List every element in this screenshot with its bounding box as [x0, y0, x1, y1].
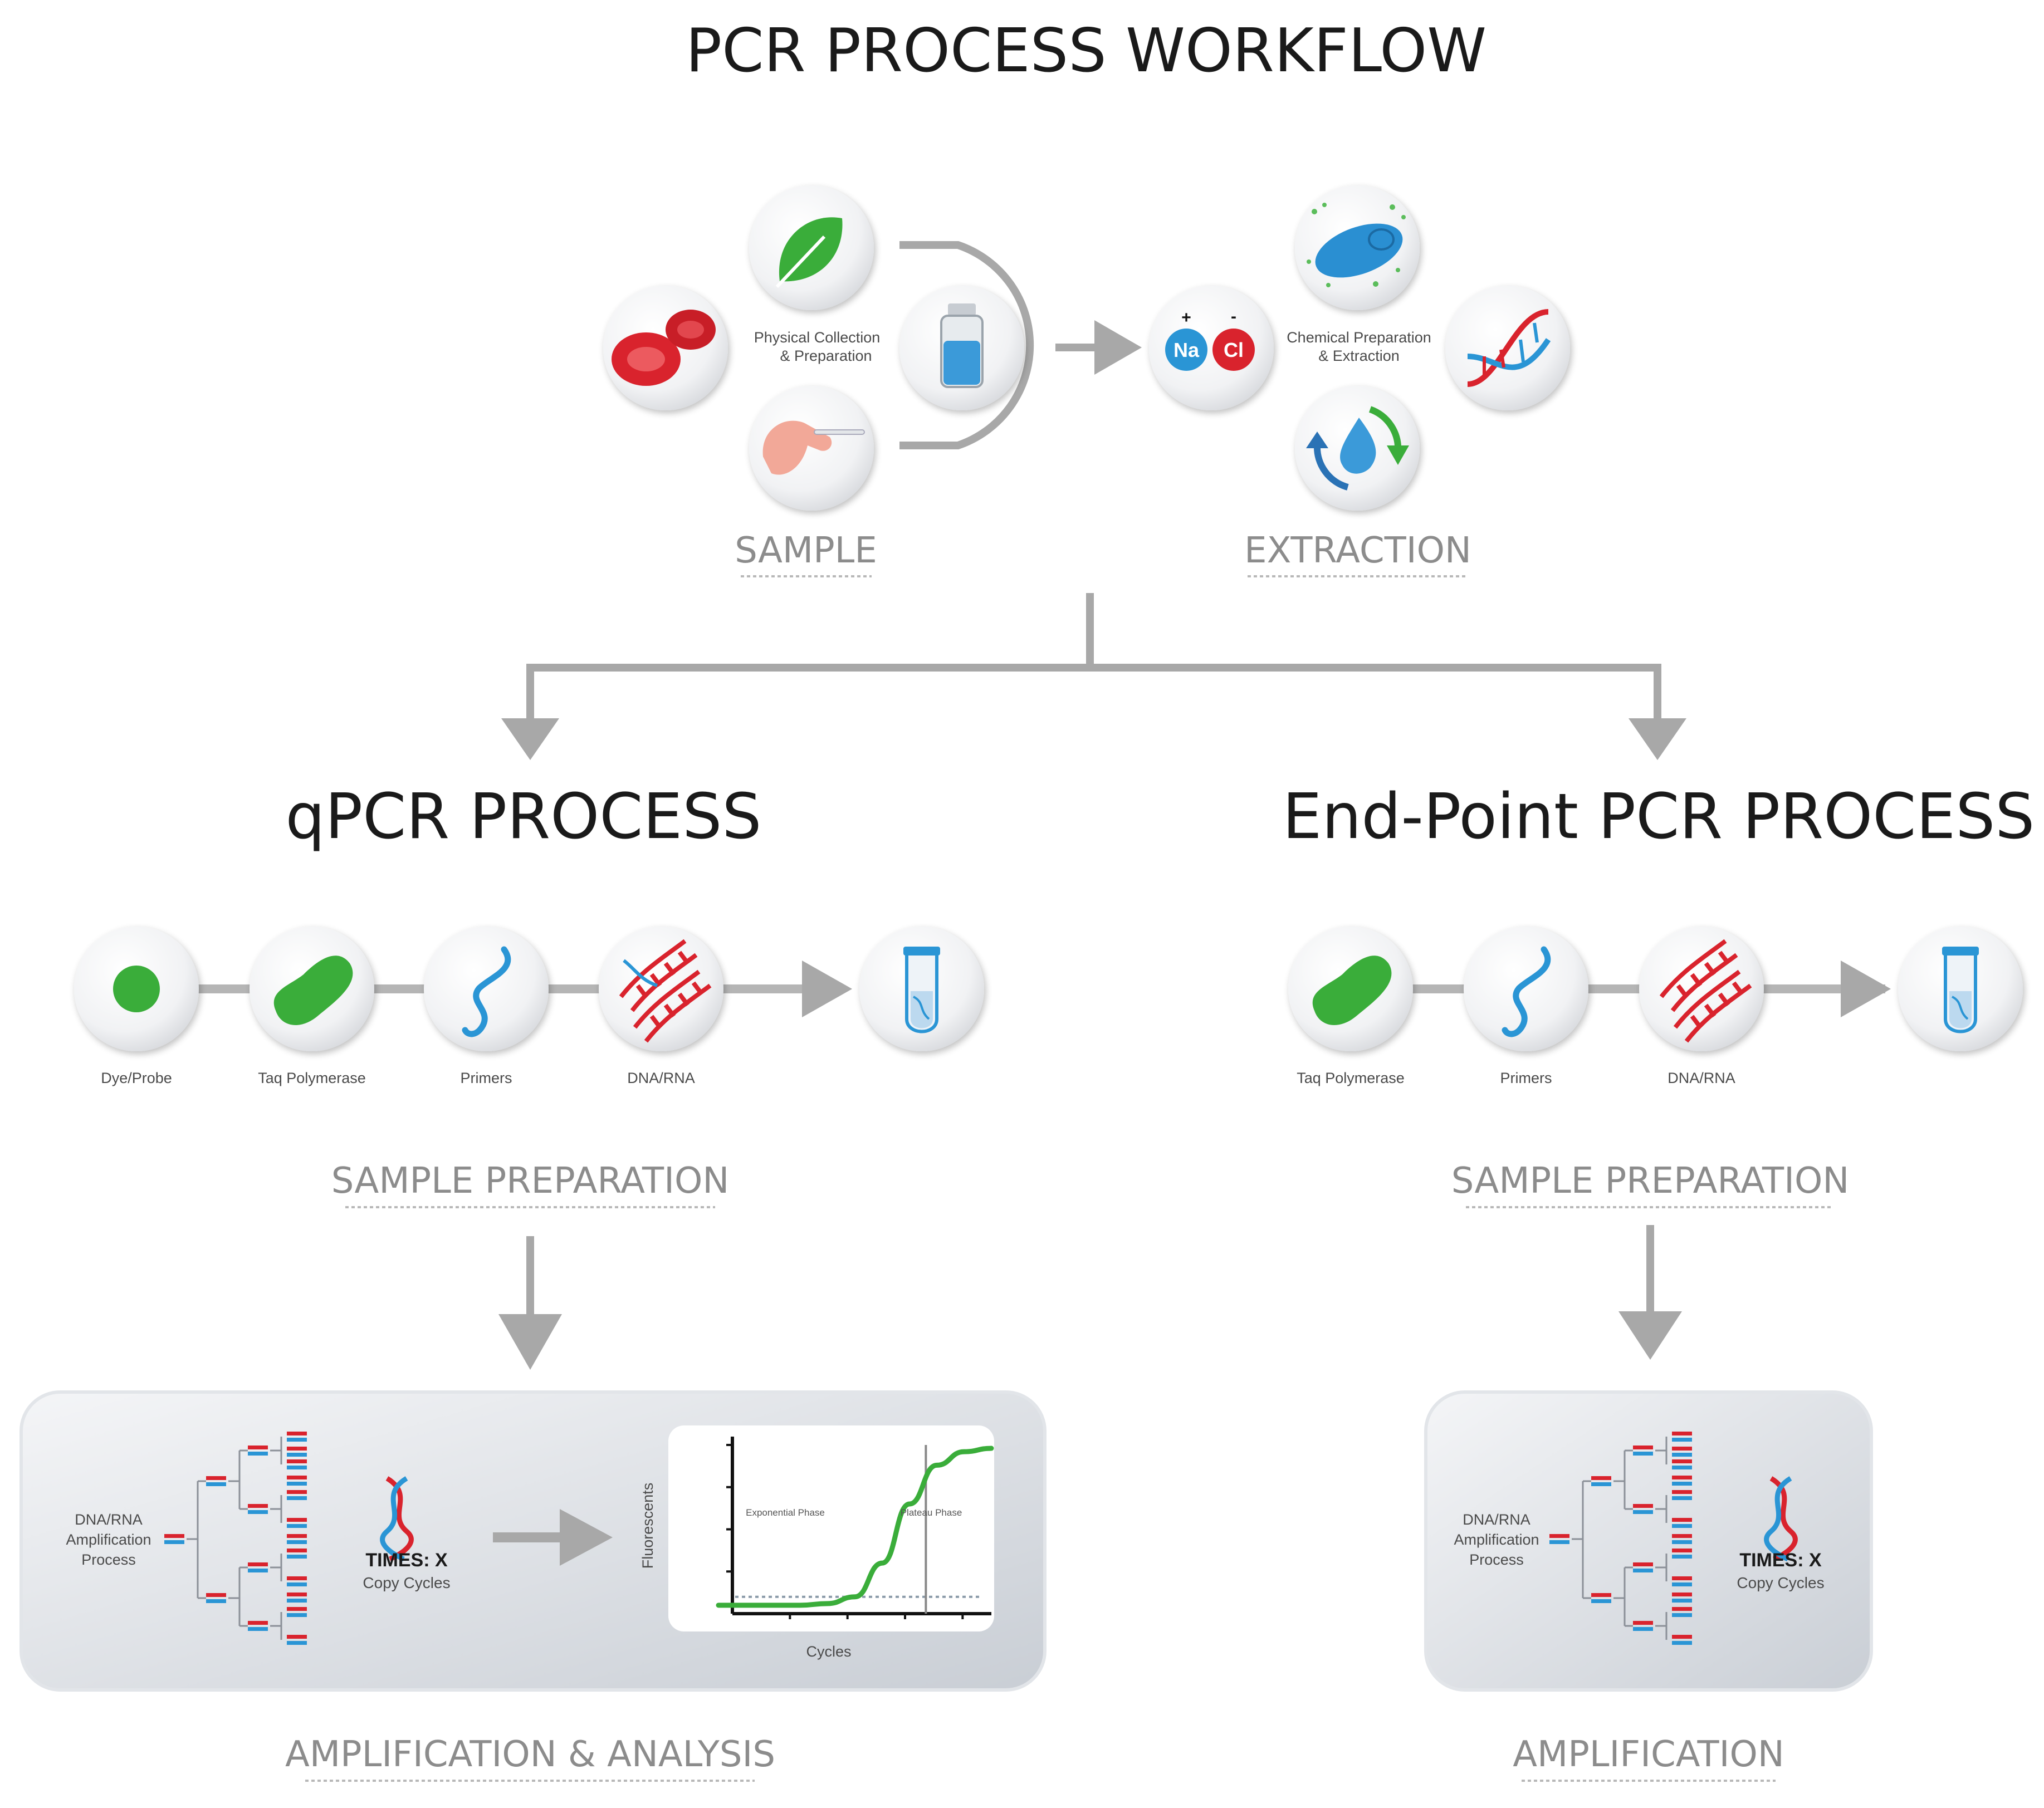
endpoint-tree-label-line1: DNA/RNA — [1463, 1511, 1530, 1528]
bacterium-icon — [1295, 185, 1420, 310]
qpcr-prep-label: SAMPLE PREPARATION — [331, 1160, 730, 1202]
chart-y-axis-label: Fluorescents — [639, 1483, 656, 1569]
test-tube-icon — [859, 927, 984, 1051]
vial-icon — [899, 286, 1024, 410]
annotation-plateau: Plateau Phase — [901, 1507, 962, 1518]
annotation-exponential: Exponential Phase — [746, 1507, 825, 1518]
endpoint-reagent-label-3: DNA/RNA — [1668, 1070, 1735, 1086]
qpcr-amplification-panel: DNA/RNA Amplification Process — [19, 1390, 1047, 1692]
qpcr-title: qPCR PROCESS — [286, 781, 762, 853]
qpcr-reagent-chain: Dye/Probe Taq Polymerase Primers DNA/RNA — [74, 927, 984, 1086]
swab-hand-icon — [749, 386, 874, 511]
qpcr-times-label: TIMES: X — [365, 1550, 448, 1571]
extraction-center-label-line2: & Extraction — [1318, 347, 1400, 364]
qpcr-down-arrow — [498, 1236, 562, 1370]
dna-helix-icon — [1445, 286, 1570, 410]
taq-polymerase-icon — [250, 927, 374, 1051]
sample-center-label-line1: Physical Collection — [754, 329, 881, 346]
qpcr-copy-cycles-label: Copy Cycles — [363, 1574, 450, 1591]
endpoint-amp-label: AMPLIFICATION — [1513, 1734, 1784, 1775]
dna-helix-small-icon — [380, 1476, 414, 1562]
endpoint-times-label: TIMES: X — [1739, 1550, 1822, 1571]
na-label: Na — [1173, 339, 1200, 361]
taq-polymerase-icon — [1288, 927, 1413, 1051]
sample-cluster: Physical Collection & Preparation SAMPLE — [603, 185, 1034, 577]
sample-center-label-line2: & Preparation — [780, 347, 872, 364]
test-tube-icon — [1898, 927, 2023, 1051]
dna-rna-icon — [1639, 927, 1764, 1051]
qpcr-amp-label: AMPLIFICATION & ANALYSIS — [285, 1734, 775, 1775]
chart-x-axis-label: Cycles — [806, 1643, 851, 1660]
sample-stage-label: SAMPLE — [735, 530, 877, 571]
leaf-icon — [749, 185, 874, 310]
endpoint-tree-label-line3: Process — [1469, 1551, 1524, 1568]
amplification-tree — [164, 1432, 307, 1645]
primers-icon — [1464, 927, 1588, 1051]
page-title: PCR PROCESS WORKFLOW — [686, 16, 1486, 86]
drop-cycle-icon — [1295, 386, 1420, 511]
endpoint-title: End-Point PCR PROCESS — [1283, 781, 2035, 853]
na-cl-icon: Na Cl + - — [1149, 286, 1274, 410]
qpcr-tree-label-line1: DNA/RNA — [75, 1511, 143, 1528]
endpoint-down-arrow — [1618, 1225, 1682, 1360]
qpcr-tree-label-line3: Process — [81, 1551, 136, 1568]
blood-cells-icon — [603, 286, 728, 410]
qpcr-tree-label-line2: Amplification — [66, 1531, 151, 1548]
plus-sign: + — [1181, 308, 1191, 327]
dna-helix-small-icon — [1764, 1476, 1798, 1562]
endpoint-reagent-chain: Taq Polymerase Primers DNA/RNA — [1288, 927, 2023, 1086]
dye-probe-icon — [74, 927, 199, 1051]
bracket-connector — [899, 241, 1034, 449]
qpcr-chart: Exponential Phase Plateau Phase Fluoresc… — [639, 1425, 994, 1660]
endpoint-amplification-panel: DNA/RNA Amplification Process — [1424, 1390, 1873, 1692]
qpcr-reagent-label-1: Dye/Probe — [101, 1070, 172, 1086]
qpcr-reagent-label-2: Taq Polymerase — [258, 1070, 366, 1086]
extraction-center-label-line1: Chemical Preparation — [1287, 329, 1431, 346]
chart-plot-area — [716, 1437, 994, 1619]
endpoint-tree-label-line2: Amplification — [1454, 1531, 1539, 1548]
endpoint-reagent-label-2: Primers — [1500, 1070, 1552, 1086]
cl-label: Cl — [1224, 339, 1244, 361]
endpoint-reagent-label-1: Taq Polymerase — [1297, 1070, 1405, 1086]
sample-to-extraction-arrow — [1055, 320, 1142, 375]
chart-series-line — [716, 1446, 994, 1608]
primers-icon — [424, 927, 549, 1051]
branch-connector — [501, 593, 1686, 760]
extraction-cluster: Na Cl + - — [1149, 185, 1570, 577]
panel-arrow — [493, 1509, 613, 1566]
qpcr-reagent-label-3: Primers — [461, 1070, 512, 1086]
extraction-stage-label: EXTRACTION — [1244, 530, 1471, 571]
endpoint-prep-label: SAMPLE PREPARATION — [1451, 1160, 1850, 1202]
amplification-tree — [1549, 1432, 1692, 1645]
dna-rna-icon — [599, 927, 723, 1051]
endpoint-copy-cycles-label: Copy Cycles — [1737, 1574, 1824, 1591]
qpcr-reagent-label-4: DNA/RNA — [627, 1070, 695, 1086]
minus-sign: - — [1231, 307, 1236, 326]
